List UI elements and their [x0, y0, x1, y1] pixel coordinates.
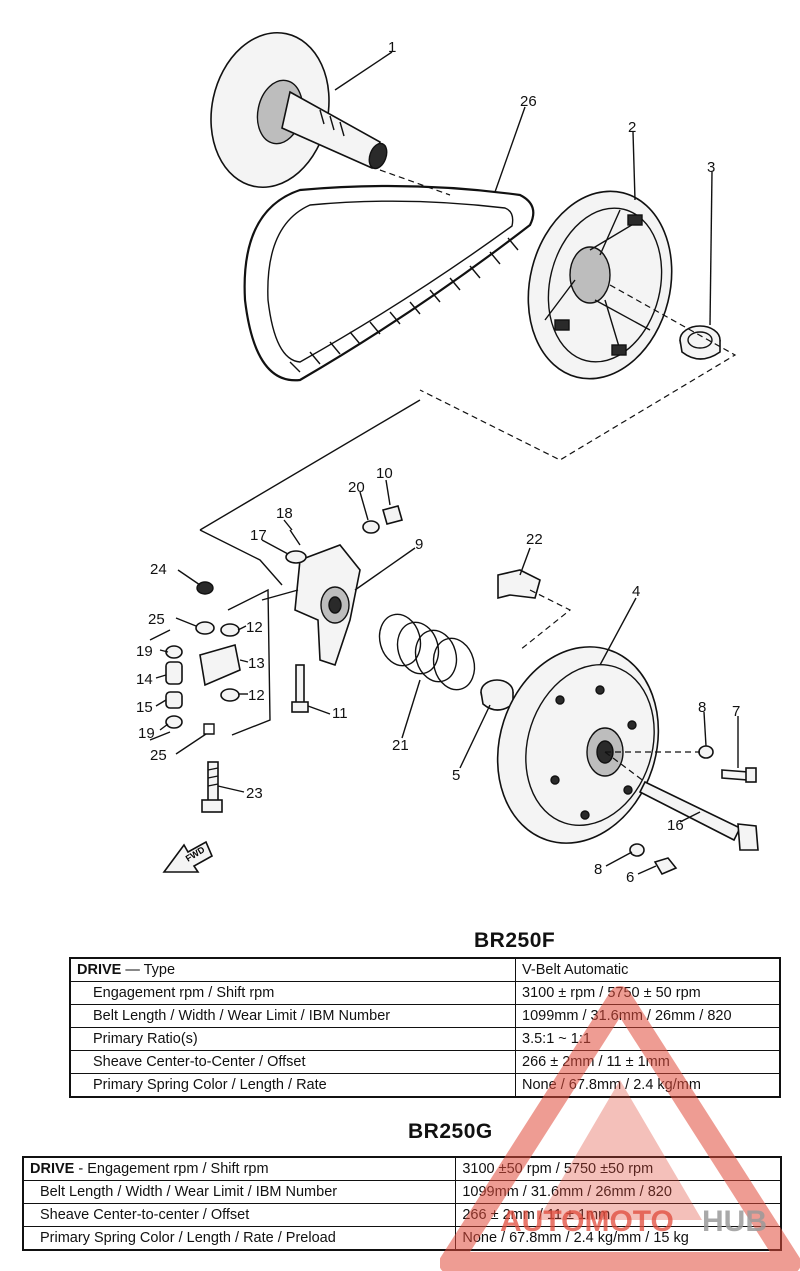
spec-label: Primary Ratio(s) — [69, 1027, 517, 1051]
callout-24: 24 — [150, 561, 167, 578]
drive-heading: DRIVE — [77, 962, 122, 978]
callout-20: 20 — [348, 479, 365, 496]
callout-7: 7 — [732, 703, 740, 720]
fixed-sheave-part — [210, 31, 388, 189]
spec-label: DRIVE - Engagement rpm / Shift rpm — [22, 1156, 457, 1181]
callout-25-upper: 25 — [148, 611, 165, 628]
callout-4: 4 — [632, 583, 640, 600]
br250f-title: BR250F — [474, 929, 556, 952]
spec-label: DRIVE — Type — [69, 957, 517, 982]
table-row: Sheave Center-to-center / Offset 266 ± 2… — [22, 1203, 782, 1227]
movable-sheave-part — [496, 646, 660, 844]
callout-23: 23 — [246, 785, 263, 802]
callout-8-upper: 8 — [698, 699, 706, 716]
spec-value: None / 67.8mm / 2.4 kg/mm / 15 kg — [455, 1226, 782, 1251]
spec-value: 3100 ± rpm / 5750 ± 50 rpm — [515, 981, 781, 1005]
fastener-parts — [629, 745, 759, 876]
callout-11: 11 — [332, 705, 348, 722]
small-hardware-parts — [165, 505, 403, 735]
callout-10: 10 — [376, 465, 393, 482]
table-row: Primary Ratio(s) 3.5:1 ~ 1:1 — [69, 1027, 781, 1051]
bracket-part — [497, 569, 572, 651]
spec-label: Engagement rpm / Shift rpm — [69, 981, 517, 1005]
callout-19-lower: 19 — [138, 725, 155, 742]
callout-9: 9 — [415, 536, 423, 553]
callout-5: 5 — [452, 767, 460, 784]
callout-18: 18 — [276, 505, 293, 522]
spec-value: 3.5:1 ~ 1:1 — [515, 1027, 781, 1051]
bolt-11-part — [291, 664, 309, 713]
spec-label: Primary Spring Color / Length / Rate — [69, 1073, 517, 1098]
spec-label-text: Belt Length / Width / Wear Limit / IBM N… — [93, 1008, 391, 1024]
spider-part — [294, 544, 361, 667]
bolt-23-part — [201, 761, 223, 813]
spec-label-text: Belt Length / Width / Wear Limit / IBM N… — [40, 1184, 338, 1200]
spec-value: 1099mm / 31.6mm / 26mm / 820 — [515, 1004, 781, 1028]
spec-label-text: Engagement rpm / Shift rpm — [93, 985, 275, 1001]
bushing-5-part — [480, 679, 514, 711]
spec-value: V-Belt Automatic — [515, 957, 781, 982]
spec-value: 266 ± 2mm / 11 ± 1mm — [455, 1203, 782, 1227]
callout-2: 2 — [628, 119, 636, 136]
spec-value: 266 ± 2mm / 11 ± 1mm — [515, 1050, 781, 1074]
spec-label-text: Primary Spring Color / Length / Rate — [93, 1077, 327, 1093]
spec-label-text: Primary Ratio(s) — [93, 1031, 198, 1047]
callout-21: 21 — [392, 737, 409, 754]
spec-label: Belt Length / Width / Wear Limit / IBM N… — [22, 1180, 457, 1204]
sliding-sheave-cover-part — [527, 190, 673, 380]
table-row: DRIVE — Type V-Belt Automatic — [69, 957, 781, 982]
spec-value: 3100 ±50 rpm / 5750 ±50 rpm — [455, 1156, 782, 1181]
spec-label: Sheave Center-to-Center / Offset — [69, 1050, 517, 1074]
callout-1: 1 — [388, 39, 396, 56]
bushing-part — [679, 325, 721, 360]
callout-17: 17 — [250, 527, 267, 544]
table-row: Sheave Center-to-Center / Offset 266 ± 2… — [69, 1050, 781, 1074]
callout-3: 3 — [707, 159, 715, 176]
callout-6: 6 — [626, 869, 634, 886]
spec-label: Primary Spring Color / Length / Rate / P… — [22, 1226, 457, 1251]
table-row: DRIVE - Engagement rpm / Shift rpm 3100 … — [22, 1156, 782, 1181]
spec-label-text: Sheave Center-to-Center / Offset — [93, 1054, 306, 1070]
drive-belt-part — [243, 184, 535, 382]
table-row: Belt Length / Width / Wear Limit / IBM N… — [69, 1004, 781, 1028]
leader-lines — [155, 51, 739, 875]
callout-26: 26 — [520, 93, 537, 110]
callout-12-upper: 12 — [246, 619, 263, 636]
br250g-spec-table: DRIVE - Engagement rpm / Shift rpm 3100 … — [22, 1156, 782, 1251]
spec-label-text: - Engagement rpm / Shift rpm — [74, 1161, 269, 1177]
spec-label: Sheave Center-to-center / Offset — [22, 1203, 457, 1227]
callout-numbers: 1 26 2 3 10 20 18 17 9 22 24 4 25 12 19 … — [136, 39, 740, 886]
callout-22: 22 — [526, 531, 543, 548]
callout-15: 15 — [136, 699, 153, 716]
spec-label-text: Sheave Center-to-center / Offset — [40, 1207, 250, 1223]
spring-part — [378, 613, 476, 691]
spec-label: Belt Length / Width / Wear Limit / IBM N… — [69, 1004, 517, 1028]
callout-14: 14 — [136, 671, 153, 688]
callout-25-lower: 25 — [150, 747, 167, 764]
callout-16: 16 — [667, 817, 684, 834]
table-row: Engagement rpm / Shift rpm 3100 ± rpm / … — [69, 981, 781, 1005]
exploded-parts-diagram: FWD 1 26 2 3 — [136, 31, 759, 886]
table-row: Primary Spring Color / Length / Rate / P… — [22, 1226, 782, 1251]
drive-heading: DRIVE — [30, 1161, 75, 1177]
br250f-spec-table: DRIVE — Type V-Belt Automatic Engagement… — [69, 957, 781, 1098]
spec-value: None / 67.8mm / 2.4 kg/mm — [515, 1073, 781, 1098]
callout-8-lower: 8 — [594, 861, 602, 878]
table-row: Primary Spring Color / Length / Rate Non… — [69, 1073, 781, 1098]
spec-label-text: — Type — [121, 962, 176, 978]
forward-direction-arrow: FWD — [162, 840, 214, 873]
callout-12-lower: 12 — [248, 687, 265, 704]
spec-label-text: Primary Spring Color / Length / Rate / P… — [40, 1230, 336, 1246]
br250g-title: BR250G — [408, 1120, 493, 1143]
callout-13: 13 — [248, 655, 265, 672]
callout-19-upper: 19 — [136, 643, 153, 660]
spec-value: 1099mm / 31.6mm / 26mm / 820 — [455, 1180, 782, 1204]
table-row: Belt Length / Width / Wear Limit / IBM N… — [22, 1180, 782, 1204]
